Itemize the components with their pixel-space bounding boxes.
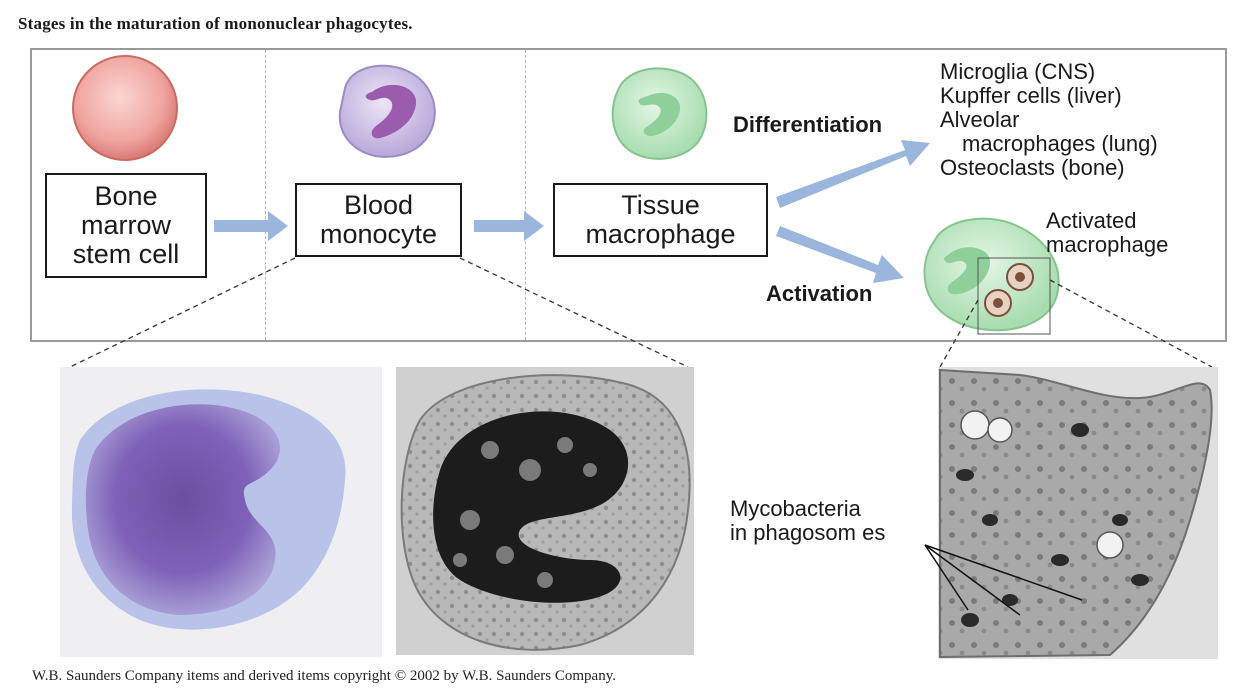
monocyte-nucleus <box>365 84 417 139</box>
stem-cell-illustration <box>72 55 178 161</box>
activation-label: Activation <box>766 281 873 306</box>
stage-box-stem-cell: Bone marrow stem cell <box>45 173 207 278</box>
macrophage-illustration <box>611 67 708 160</box>
differentiation-label: Differentiation <box>733 112 883 137</box>
zoom-line <box>69 257 296 368</box>
activation-arrow-icon <box>776 226 904 283</box>
list-item: Kupffer cells (liver) <box>940 83 1122 108</box>
diagram-frame <box>30 48 1227 342</box>
activated-macrophage-label: Activated macrophage <box>1046 209 1168 257</box>
label-line: macrophage <box>1046 232 1169 257</box>
phagosome-icon <box>984 289 1012 317</box>
stage-divider <box>525 50 526 340</box>
list-item: Osteoclasts (bone) <box>940 155 1125 180</box>
phagosome-icon <box>1006 263 1034 291</box>
activated-macrophage-illustration <box>923 217 1060 332</box>
differentiation-arrow-icon <box>776 140 930 208</box>
stage-label: Bone marrow stem cell <box>72 181 180 269</box>
stage-label: Blood monocyte <box>319 190 438 249</box>
arrow-icon <box>214 211 288 241</box>
label-line: in phagosom es <box>730 520 886 545</box>
stage-label: Tissue macrophage <box>585 190 736 249</box>
list-item: Alveolar <box>940 107 1020 132</box>
figure-title: Stages in the maturation of mononuclear … <box>18 14 413 33</box>
label-line: Mycobacteria <box>730 496 861 521</box>
stage-divider <box>265 50 266 340</box>
differentiated-cells-list: Microglia (CNS) Kupffer cells (liver) Al… <box>940 60 1158 180</box>
stage-box-macrophage: Tissue macrophage <box>553 183 768 257</box>
arrow-icon <box>474 211 544 241</box>
list-item: macrophages (lung) <box>962 131 1158 156</box>
list-item: Microglia (CNS) <box>940 59 1096 84</box>
monocyte-nucleus-stain <box>85 404 280 615</box>
copyright-credit: W.B. Saunders Company items and derived … <box>32 668 616 684</box>
mycobacteria-label: Mycobacteria in phagosom es <box>730 497 885 545</box>
monocyte-illustration <box>338 64 436 158</box>
monocyte-nucleus-em <box>433 411 629 603</box>
label-line: Activated <box>1046 208 1137 233</box>
zoom-line <box>1049 279 1213 368</box>
macrophage-nucleus <box>638 92 681 137</box>
zoom-box <box>977 257 1051 335</box>
pointer-lines <box>924 544 1083 616</box>
zoom-line <box>459 257 689 368</box>
zoom-line <box>939 299 979 368</box>
stage-box-monocyte: Blood monocyte <box>295 183 462 257</box>
